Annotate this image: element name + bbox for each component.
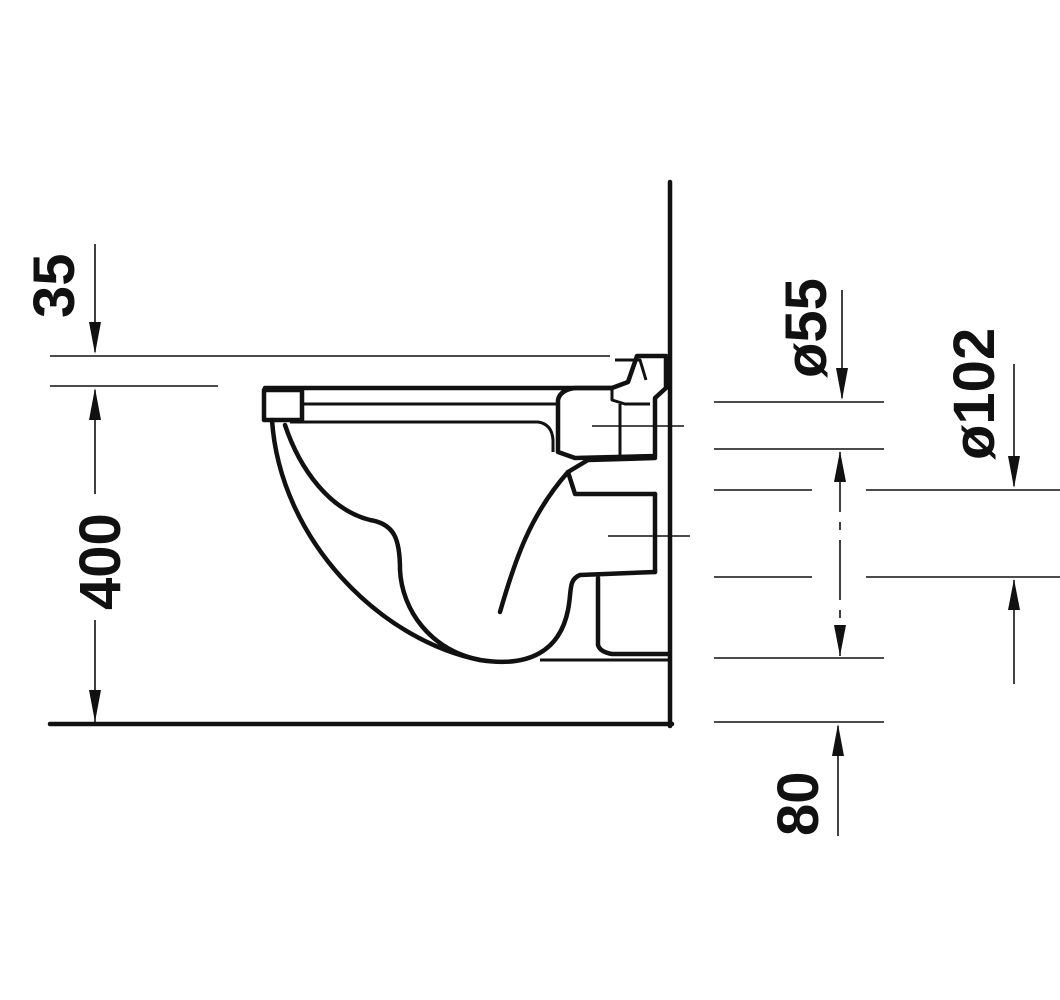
connector-top-detail [615, 358, 648, 381]
bowl-outer-curve [269, 417, 658, 665]
dim-center-arrow-bottom [834, 625, 846, 656]
dim-35-arrow [89, 322, 101, 354]
wall-and-floor [47, 179, 675, 729]
tank-connector [555, 353, 669, 461]
dim-55-arrow [836, 368, 848, 400]
rim-inner-line [290, 420, 555, 452]
dim-label-55: ø55 [774, 278, 839, 378]
dim-102-arrow-top [1008, 456, 1020, 488]
dim-label-400: 400 [68, 513, 133, 610]
right-dimensions: ø55 ø102 80 [714, 278, 1060, 836]
siphon-curve [497, 455, 658, 615]
toilet-bowl [261, 353, 690, 665]
left-dimensions: 35 400 [22, 244, 610, 722]
bowl-inner-curve [282, 422, 483, 663]
dim-label-35: 35 [22, 253, 87, 318]
connector-step [610, 388, 650, 406]
dim-label-102: ø102 [942, 328, 1007, 460]
dim-center-arrow-top [834, 451, 846, 482]
dim-400-arrow-bottom [89, 690, 101, 722]
dim-400-arrow-top [89, 388, 101, 420]
rim-front-block [261, 387, 305, 423]
base-foot [595, 575, 671, 657]
dim-label-80: 80 [766, 771, 831, 836]
dim-102-arrow-bottom [1008, 579, 1020, 610]
siphon-step [565, 469, 658, 497]
dim-80-arrow [832, 724, 844, 756]
